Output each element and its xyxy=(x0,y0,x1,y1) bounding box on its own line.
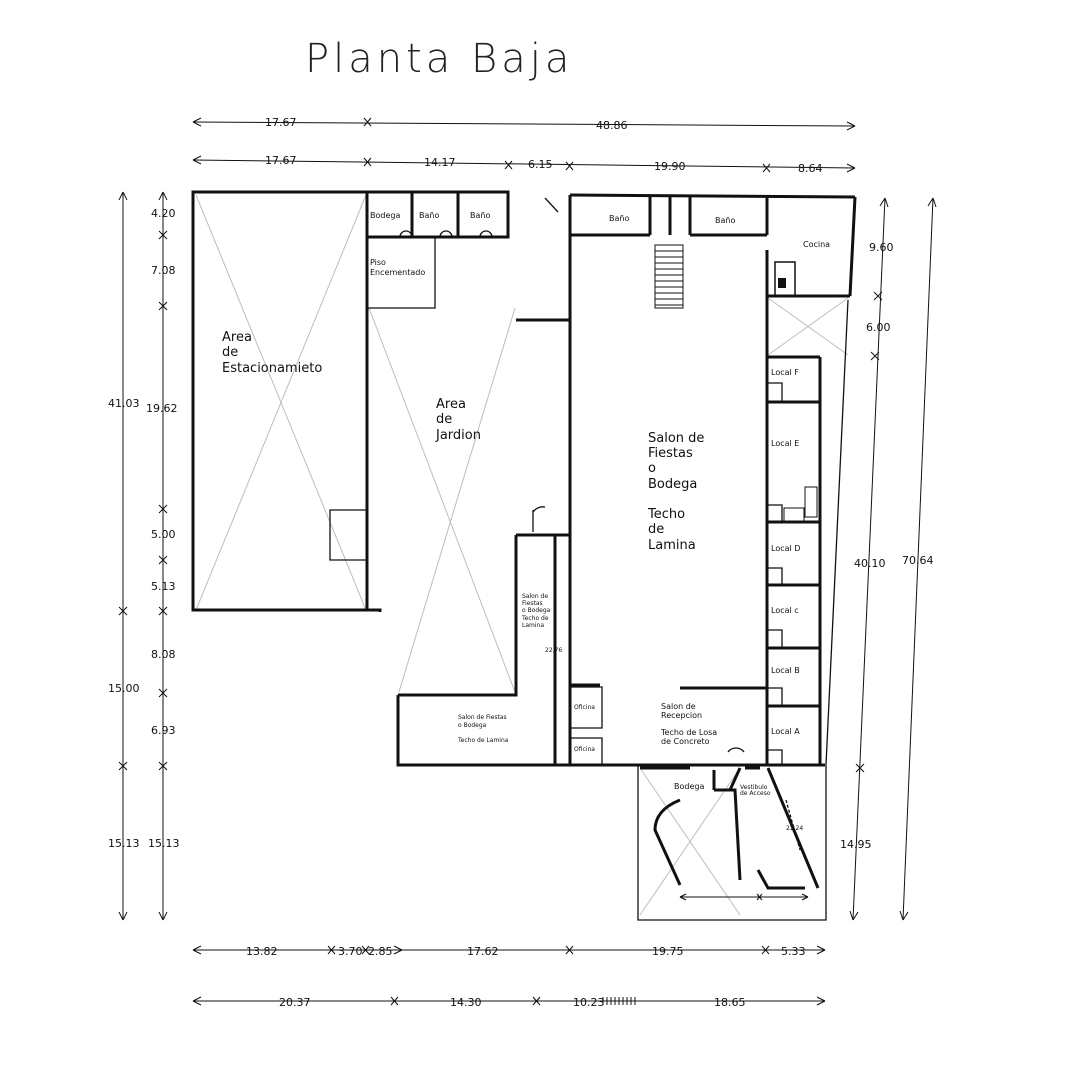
room-bano-3: Baño xyxy=(609,214,629,223)
dim-label: 14.30 xyxy=(450,996,482,1009)
room-bottom-salon-1: Salon de Fiestas xyxy=(458,714,507,721)
room-salon-4: Bodega xyxy=(648,477,697,492)
dim-label: 18.65 xyxy=(714,996,746,1009)
small-salon-block xyxy=(329,506,603,765)
room-piso-1: Piso xyxy=(370,258,386,267)
room-salon-2: Fiestas xyxy=(648,446,693,461)
dim-label: 17.67 xyxy=(265,116,297,129)
dim-label: 15.00 xyxy=(108,682,140,695)
dim-label: 70.64 xyxy=(902,554,934,567)
dim-label: 19.90 xyxy=(654,160,686,173)
room-recepcion-2: Recepcion xyxy=(661,711,702,720)
room-small-salon-1: Salon de xyxy=(522,593,548,600)
room-jardin-1: Area xyxy=(436,397,466,412)
main-staircase xyxy=(654,244,684,309)
room-bottom-techo: Techo de Lamina xyxy=(457,737,509,744)
room-small-salon-2: Fiestas xyxy=(522,600,543,607)
dim-label: 9.60 xyxy=(869,241,894,254)
room-estac-1: Area xyxy=(222,330,252,345)
locales-block xyxy=(767,355,820,765)
room-vestibulo-2: de Acceso xyxy=(740,790,771,797)
room-jardin-3: Jardion xyxy=(435,428,481,443)
dim-label: 14.95 xyxy=(840,838,872,851)
room-small-salon-3: o Bodega xyxy=(522,607,551,614)
room-bano-1: Baño xyxy=(419,211,439,220)
room-techo-1: Techo xyxy=(647,507,685,522)
bottom-annex xyxy=(637,747,827,921)
dim-top-row2: 17.67 14.17 6.15 19.90 8.64 xyxy=(192,154,856,175)
room-estac-3: Estacionamieto xyxy=(222,361,322,376)
dim-top-row1: 17.67 48.86 xyxy=(192,116,856,132)
room-salon-1: Salon de xyxy=(648,431,704,446)
room-local-e: Local E xyxy=(771,439,799,448)
dim-label: 8.64 xyxy=(798,162,823,175)
dim-inner-2224: 22.24 xyxy=(786,825,803,832)
room-small-techo-1: Techo de xyxy=(521,615,549,622)
dim-label: 20.37 xyxy=(279,996,311,1009)
dim-label: 5.00 xyxy=(151,528,176,541)
room-losa-2: de Concreto xyxy=(661,737,710,746)
dim-label: 40.10 xyxy=(854,557,886,570)
dim-label: 5.33 xyxy=(781,945,806,958)
building-walls xyxy=(191,190,857,767)
room-local-f: Local F xyxy=(771,368,799,377)
dim-label: 3.70 xyxy=(338,945,363,958)
dim-inner-2276: 22.76 xyxy=(545,647,562,654)
open-area-crosses xyxy=(195,194,849,916)
dim-label: 13.82 xyxy=(246,945,278,958)
room-bano-4: Baño xyxy=(715,216,735,225)
dim-label: 48.86 xyxy=(596,119,628,132)
dim-left-inner: 4.20 7.08 19.62 5.00 5.13 8.08 6.93 15.1… xyxy=(146,191,180,921)
room-oficina-1: Oficina xyxy=(574,704,595,711)
dim-right-inner: 9.60 6.00 40.10 14.95 xyxy=(840,197,894,921)
dim-label: 6.15 xyxy=(528,158,553,171)
room-oficina-2: Oficina xyxy=(574,746,595,753)
room-bodega-top: Bodega xyxy=(370,211,400,220)
room-local-a: Local A xyxy=(771,727,800,736)
room-techo-3: Lamina xyxy=(648,538,696,553)
dim-label: 6.00 xyxy=(866,321,891,334)
room-vestibulo-1: Vestibulo xyxy=(740,784,768,791)
dim-label: 41.03 xyxy=(108,397,140,410)
dim-label: 14.17 xyxy=(424,156,456,169)
room-estac-2: de xyxy=(222,345,238,360)
dim-label: 17.62 xyxy=(467,945,499,958)
dim-label: 19.75 xyxy=(652,945,684,958)
dim-label: 6.93 xyxy=(151,724,176,737)
room-piso-2: Encementado xyxy=(370,268,425,277)
dim-label: 2.85 xyxy=(368,945,393,958)
room-losa-1: Techo de Losa xyxy=(660,728,717,737)
dim-left-outer: 41.03 15.00 15.13 xyxy=(108,191,140,921)
room-techo-2: de xyxy=(648,522,664,537)
dim-label: 15.13 xyxy=(108,837,140,850)
kitchen-stair xyxy=(774,261,796,297)
room-bottom-salon-2: o Bodega xyxy=(458,722,487,729)
room-local-b: Local B xyxy=(771,666,800,675)
room-cocina: Cocina xyxy=(803,240,830,249)
dim-right-outer: 70.64 xyxy=(899,197,937,921)
room-salon-3: o xyxy=(648,461,656,476)
dim-label: 8.08 xyxy=(151,648,176,661)
room-recepcion-1: Salon de xyxy=(661,702,696,711)
dim-label: 7.08 xyxy=(151,264,176,277)
room-local-d: Local D xyxy=(771,544,800,553)
top-right-rooms xyxy=(570,195,769,237)
top-left-rooms xyxy=(367,190,559,309)
room-bano-2: Baño xyxy=(470,211,490,220)
room-bodega-bottom: Bodega xyxy=(674,782,704,791)
dim-label: 19.62 xyxy=(146,402,178,415)
plan-title: Planta Baja xyxy=(305,36,573,82)
dim-label: 5.13 xyxy=(151,580,176,593)
dim-label: 17.67 xyxy=(265,154,297,167)
room-small-techo-2: Lamina xyxy=(522,622,544,629)
dim-label: 15.13 xyxy=(148,837,180,850)
dim-bottom-row2: 20.37 14.30 10.23 18.65 xyxy=(192,996,826,1009)
room-local-c: Local c xyxy=(771,606,799,615)
dim-label: 10.23 xyxy=(573,996,605,1009)
room-jardin-2: de xyxy=(436,412,452,427)
dim-label: 4.20 xyxy=(151,207,176,220)
dim-bottom-row1: 13.82 3.70 2.85 17.62 19.75 5.33 xyxy=(192,945,826,958)
